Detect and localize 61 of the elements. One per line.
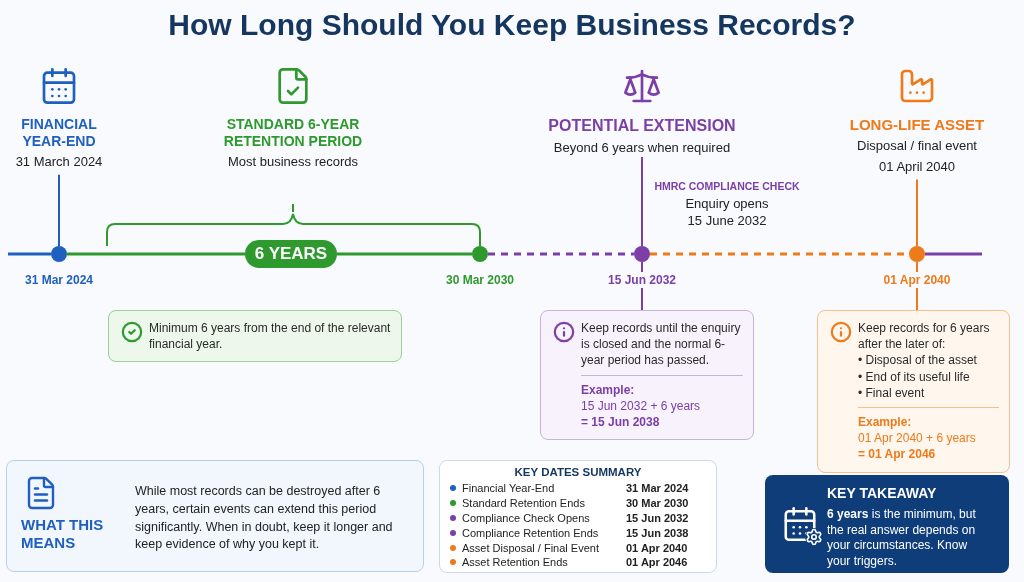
milestone-text: 01 April 2040 <box>879 157 955 176</box>
milestone-title: FINANCIAL YEAR-END <box>20 116 98 151</box>
timeline-line <box>925 252 982 256</box>
legend-text: Compliance Check Opens <box>462 512 591 524</box>
connector-line <box>58 173 60 247</box>
example-text: 01 Apr 2040 + 6 years <box>858 430 977 447</box>
legend-text: Compliance Retention Ends <box>462 526 600 539</box>
milestone-title: STANDARD 6-YEAR RETENTION PERIOD <box>222 116 364 151</box>
timeline-dot <box>909 246 925 262</box>
timeline-line <box>67 252 245 256</box>
diagram-title: How Long Should You Keep Business Records? <box>167 8 857 42</box>
connector-line <box>916 178 918 247</box>
duration-pill: 6 YEARS <box>245 240 337 268</box>
timeline-line <box>337 252 472 256</box>
note-text: Keep records for 6 years after the later of: <box>858 320 991 353</box>
date-text: 01 Apr 2040 <box>626 541 689 554</box>
example-result: = 15 Jun 2038 <box>581 413 661 431</box>
timeline-line <box>8 252 51 256</box>
note-text: Keep records until the enquiry is closed and the normal 6-year period has passed. <box>581 320 742 369</box>
info-panel <box>6 460 424 572</box>
info-card <box>108 310 402 363</box>
milestone-text: Most business records <box>227 153 359 171</box>
legend-text: Financial Year-End <box>462 482 556 495</box>
event-text: Enquiry opens 15 June 2032 <box>684 196 770 230</box>
info-card <box>540 310 754 441</box>
event-title: HMRC COMPLIANCE CHECK <box>654 180 800 192</box>
date-text: 15 Jun 2032 <box>626 512 690 524</box>
info-card <box>817 310 1010 473</box>
legend-text: Standard Retention Ends <box>462 497 586 510</box>
example-result: = 01 Apr 2046 <box>858 446 937 463</box>
milestone-title: POTENTIAL EXTENSION <box>548 116 736 136</box>
date-text: 01 Apr 2046 <box>626 556 689 569</box>
summary-card <box>439 460 717 573</box>
panel-text: While most records can be destroyed after 6 years, certain events can extend this period significantly. When in doubt, keep it longer and keep evidence of why you kept it. <box>135 483 394 554</box>
date-text: 15 Jun 2038 <box>626 526 690 539</box>
bullet-item: • Disposal of the asset <box>858 352 978 369</box>
summary-heading: KEY DATES SUMMARY <box>513 466 643 478</box>
legend-text: Asset Disposal / Final Event <box>462 541 600 554</box>
connector-line <box>641 156 643 247</box>
timeline-dot <box>634 246 650 262</box>
example-text: 15 Jun 2032 + 6 years <box>581 397 702 414</box>
example-heading: Example: <box>858 406 999 431</box>
timeline-dot <box>51 246 67 262</box>
date-text: 31 Mar 2024 <box>626 482 690 495</box>
milestone-title: LONG-LIFE ASSET <box>849 116 985 135</box>
takeaway-card <box>765 475 1009 573</box>
date-label: 15 Jun 2032 <box>605 272 679 288</box>
bullet-item: • End of its useful life <box>858 368 971 385</box>
takeaway-heading: KEY TAKEAWAY <box>827 485 937 501</box>
milestone-text: 31 March 2024 <box>15 153 103 171</box>
example-heading: Example: <box>581 374 743 398</box>
legend-text: Asset Retention Ends <box>462 556 569 569</box>
note-text: Minimum 6 years from the end of the relevant financial year. <box>149 320 391 353</box>
date-text: 30 Mar 2030 <box>626 497 690 510</box>
milestone-text: Beyond 6 years when required <box>553 138 731 157</box>
timeline-dot <box>472 246 488 262</box>
milestone-text: Disposal / final event <box>857 137 977 155</box>
bullet-item: • Final event <box>858 384 926 401</box>
timeline-line <box>488 252 634 256</box>
panel-heading: WHAT THIS MEANS <box>21 516 105 552</box>
takeaway-text: 6 years is the minimum, but the real answer depends on your circumstances. Know your triggers. <box>827 507 977 570</box>
